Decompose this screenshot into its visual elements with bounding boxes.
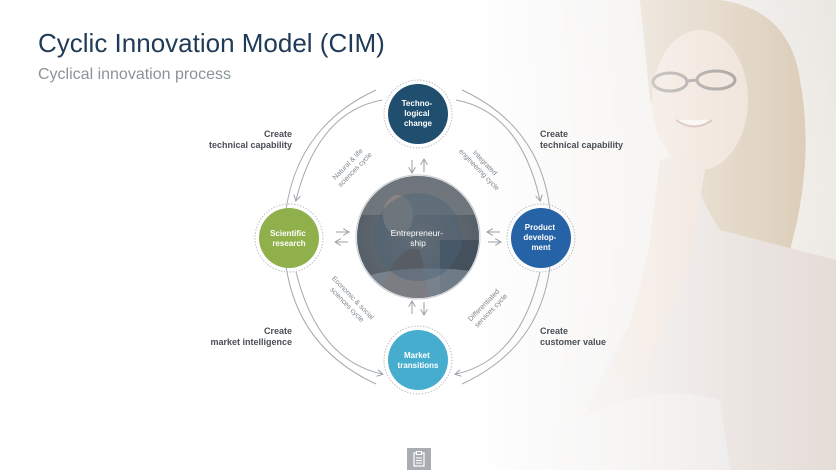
cycle-label-social: Economic & social sciences cycle: [324, 275, 377, 329]
label-top-right: Create technical capability: [540, 129, 624, 150]
node-product-development[interactable]: Product develop- ment: [506, 203, 576, 273]
node-label-scientific-research: Scientific research: [270, 229, 308, 248]
cycle-label-natural: Natural & life sciences cycle: [331, 145, 374, 189]
node-label-product-development: Product develop- ment: [523, 223, 558, 252]
node-market-transitions[interactable]: Market transitions: [383, 325, 453, 395]
node-scientific-research[interactable]: Scientific research: [254, 203, 324, 273]
label-bottom-right: Create customer value: [540, 326, 607, 347]
center-label: Entrepreneur- ship: [391, 228, 446, 248]
page-subtitle: Cyclical innovation process: [38, 66, 231, 83]
inner-arrows: [336, 160, 500, 314]
notes-icon: [413, 451, 425, 467]
page-title: Cyclic Innovation Model (CIM): [38, 28, 385, 58]
node-label-technological-change: Techno- logical change: [402, 99, 435, 128]
label-bottom-left: Create market intelligence: [210, 326, 292, 347]
cycle-label-engineering: Integrated engineering cycle: [457, 142, 506, 192]
outer-cycle-arcs: [285, 89, 551, 385]
notes-button[interactable]: [407, 448, 431, 470]
node-label-market-transitions: Market transitions: [398, 351, 439, 370]
label-top-left: Create technical capability: [208, 129, 292, 150]
node-technological-change[interactable]: Techno- logical change: [383, 79, 453, 149]
cycle-label-services: Differentiated services cycle: [467, 287, 509, 330]
center-node-entrepreneurship[interactable]: Entrepreneur- ship: [355, 174, 481, 300]
